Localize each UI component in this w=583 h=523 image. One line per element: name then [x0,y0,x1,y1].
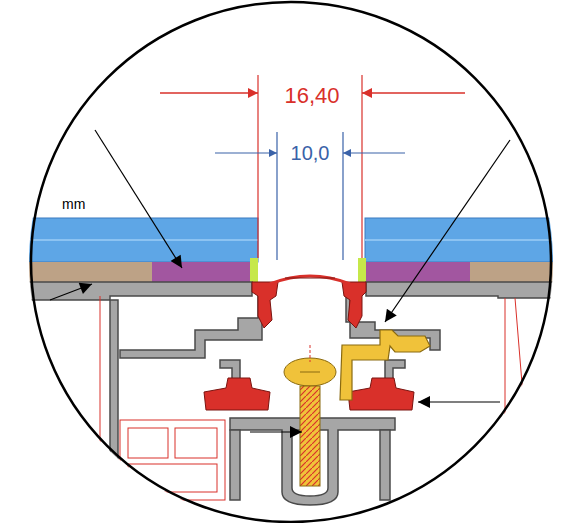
sealant [358,258,366,282]
detail-circle [31,2,551,522]
aluminium-profile [20,282,565,505]
unit-label: mm [60,197,87,212]
dimension-value: 16,40 [282,84,341,108]
thermal-insert [100,296,525,500]
flap-seal [285,278,335,279]
flap-seal [270,276,350,284]
sealant [250,258,258,282]
dimension-value: 10,0 [289,142,332,164]
tape-strip [365,262,470,282]
leader-line [50,130,510,432]
glass-pane [20,218,565,262]
dimension-line [160,75,465,260]
screw [284,345,336,486]
clamp-bracket [340,330,430,400]
tape-strip [20,262,152,282]
tape-strip [152,262,250,282]
